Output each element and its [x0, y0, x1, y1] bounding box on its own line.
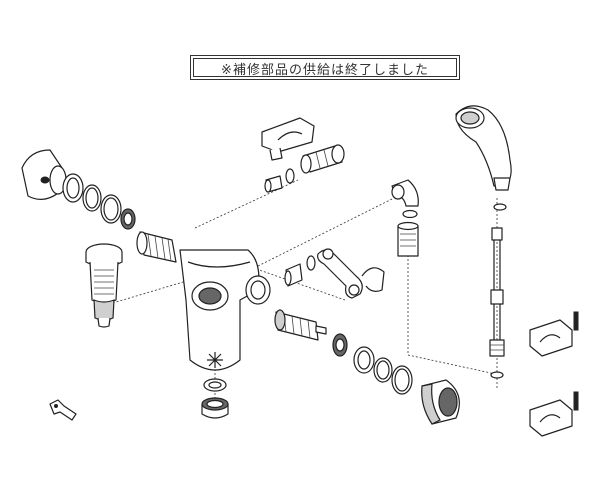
wrench-tool	[49, 399, 77, 421]
elbow-fitting	[391, 179, 419, 207]
aerator-washer	[203, 378, 227, 392]
shower-hose	[489, 227, 505, 357]
aerator-cap	[201, 397, 229, 419]
hose-washer-top	[493, 203, 507, 211]
right-cartridge	[274, 309, 327, 341]
right-ring-3	[391, 365, 413, 395]
left-ring-4	[120, 208, 136, 230]
right-ring-1	[353, 346, 375, 374]
support-arm	[317, 248, 385, 299]
middle-nut	[284, 263, 303, 287]
left-ring-1	[62, 173, 84, 203]
hose-washer-bottom	[490, 371, 504, 379]
left-ring-3	[100, 194, 122, 224]
right-ring-2	[373, 357, 393, 383]
right-handle-cap	[421, 379, 460, 425]
left-spindle	[136, 231, 177, 263]
elbow-threaded-nut	[397, 221, 419, 257]
top-connector	[300, 144, 345, 174]
elbow-washer	[402, 209, 418, 219]
aerator-star	[207, 352, 223, 368]
notice-banner: ※補修部品の供給は終了しました	[190, 55, 460, 80]
shower-head	[455, 105, 512, 191]
wall-bracket-lower	[529, 391, 579, 437]
leader-lines	[105, 179, 501, 398]
top-small-ring	[285, 168, 295, 184]
thermostat-cartridge	[85, 243, 123, 328]
mixer-body	[179, 249, 271, 371]
left-handle-cap	[21, 149, 67, 200]
left-ring-2	[82, 184, 102, 212]
wall-bracket-upper	[529, 311, 579, 357]
top-bracket	[261, 117, 315, 161]
middle-ring	[306, 255, 316, 271]
right-threaded-ring	[332, 333, 348, 357]
top-small-nut	[264, 175, 283, 193]
